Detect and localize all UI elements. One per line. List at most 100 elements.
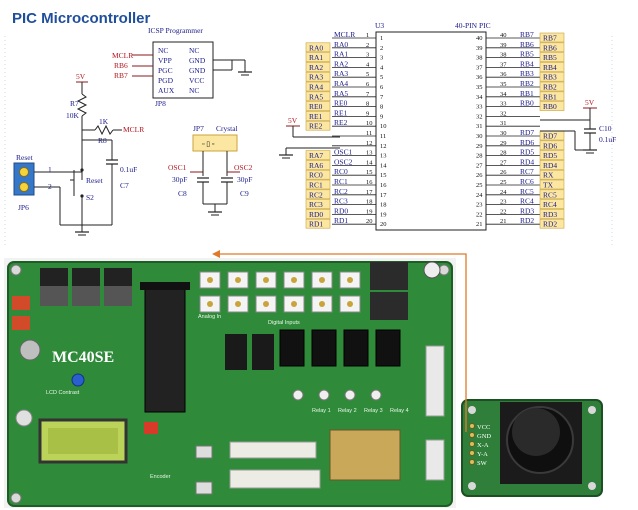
- board-label-relay2: Relay 2: [338, 408, 357, 414]
- icsp-pin-label: PGD: [158, 76, 174, 85]
- net-tag: [305, 150, 331, 160]
- pin-number-inner: 21: [476, 221, 483, 228]
- crystal-jp: JP7: [193, 124, 204, 133]
- net-tag: [539, 189, 565, 200]
- net-tag: [305, 209, 331, 219]
- net-tag: [305, 111, 331, 121]
- pin-number-inner: 35: [476, 84, 483, 91]
- net-tag-label: RB5: [543, 53, 557, 62]
- pin-number-inner: 23: [476, 202, 483, 209]
- jumper-ref: JP6: [18, 203, 29, 212]
- screw: [235, 277, 241, 283]
- header-pin: [469, 450, 475, 456]
- pin-number-inner: 22: [476, 211, 483, 218]
- pin-number: 19: [366, 208, 373, 215]
- relay: [311, 329, 337, 367]
- icsp-ref: JP8: [155, 99, 166, 108]
- pin-number-inner: 6: [380, 84, 384, 91]
- joystick-pin-label: SW: [477, 460, 488, 467]
- relay-button: [318, 389, 330, 401]
- c10-value: 0.1uF: [599, 135, 616, 144]
- icsp-pin-label: NC: [189, 46, 199, 55]
- pin-name: RA4: [334, 79, 348, 88]
- mounting-hole: [468, 482, 476, 490]
- button-red: [144, 422, 158, 434]
- net-tag-label: RD4: [543, 161, 557, 170]
- pin-name: RE1: [334, 108, 348, 117]
- pin-name: RB3: [520, 69, 534, 78]
- pin-number: 23: [500, 199, 507, 206]
- c10-ref: C10: [599, 124, 612, 133]
- net-tag-label: RB3: [543, 73, 557, 82]
- heatsink: [72, 286, 100, 306]
- pin-number: 16: [366, 179, 373, 186]
- pin-name: RC3: [334, 197, 348, 206]
- board-label-relay3: Relay 3: [364, 408, 383, 414]
- pin-number: 22: [500, 208, 507, 215]
- joystick-pin-label: X-A: [477, 442, 489, 449]
- net-tag-label: RA4: [309, 83, 323, 92]
- pin-number: 30: [500, 130, 507, 137]
- usb-connector: [195, 481, 213, 495]
- mcu-ref: U3: [375, 21, 384, 30]
- pin-name: RA2: [334, 59, 348, 68]
- pin-number-inner: 19: [380, 211, 387, 218]
- relays: [279, 329, 401, 401]
- icsp-pin-label: VPP: [158, 56, 172, 65]
- net-tag-label: RC2: [309, 190, 323, 199]
- pin-number-inner: 15: [380, 172, 387, 179]
- net-tag: [539, 52, 565, 62]
- pin-number-inner: 3: [380, 55, 383, 62]
- pin-number-inner: 12: [380, 143, 387, 150]
- pin-number-inner: 31: [476, 123, 483, 130]
- lcd-screen: [48, 428, 118, 454]
- button: [15, 409, 33, 427]
- pin-number: 31: [500, 120, 507, 127]
- pin-number: 39: [500, 42, 507, 49]
- pin-name: RD4: [520, 157, 534, 166]
- regulator: [104, 268, 132, 286]
- c8-value: 30pF: [172, 175, 187, 184]
- r7-value: 10K: [66, 111, 80, 120]
- usb-connector: [195, 445, 213, 459]
- pin-name: RB1: [520, 89, 534, 98]
- pin-name: RC1: [334, 177, 348, 186]
- pin-name: RA0: [334, 40, 348, 49]
- net-tag: [539, 81, 565, 92]
- pin-name: RC6: [520, 177, 534, 186]
- pin-number: 27: [500, 159, 507, 166]
- pin-number: 11: [366, 130, 372, 137]
- resistor-r8: [94, 124, 114, 136]
- net-tag: [305, 199, 331, 209]
- pin-number-inner: 13: [380, 153, 387, 160]
- jumper-pin: [19, 167, 29, 177]
- pin-number-inner: 39: [476, 45, 483, 52]
- screw: [235, 301, 241, 307]
- crystal-body: [192, 134, 238, 152]
- net-tag: [305, 160, 331, 170]
- net-tag: [305, 179, 331, 190]
- pin-number-inner: 33: [476, 104, 483, 111]
- dc-jack: [19, 339, 41, 361]
- reset-supply: 5V: [76, 72, 86, 81]
- header-pin: [469, 459, 475, 465]
- pin-number: 14: [366, 159, 373, 166]
- board-label-analog: Analog In: [198, 314, 221, 320]
- pin-number-inner: 20: [380, 221, 387, 228]
- header-pin: [469, 423, 475, 429]
- pin-number-inner: 32: [476, 113, 483, 120]
- mounting-hole: [468, 406, 476, 414]
- net-tag: [539, 140, 565, 151]
- pin-number-inner: 11: [380, 133, 386, 140]
- power-jumper: [12, 296, 30, 310]
- page-title: PIC Microcontroller: [12, 10, 151, 27]
- pin-number: 29: [500, 140, 507, 147]
- net-tag-label: RD1: [309, 220, 323, 229]
- screw: [347, 301, 353, 307]
- pin-number: 25: [500, 179, 507, 186]
- osc2-net: OSC2: [234, 163, 253, 172]
- net-tag: [305, 101, 331, 111]
- net-tag-label: RC4: [543, 200, 557, 209]
